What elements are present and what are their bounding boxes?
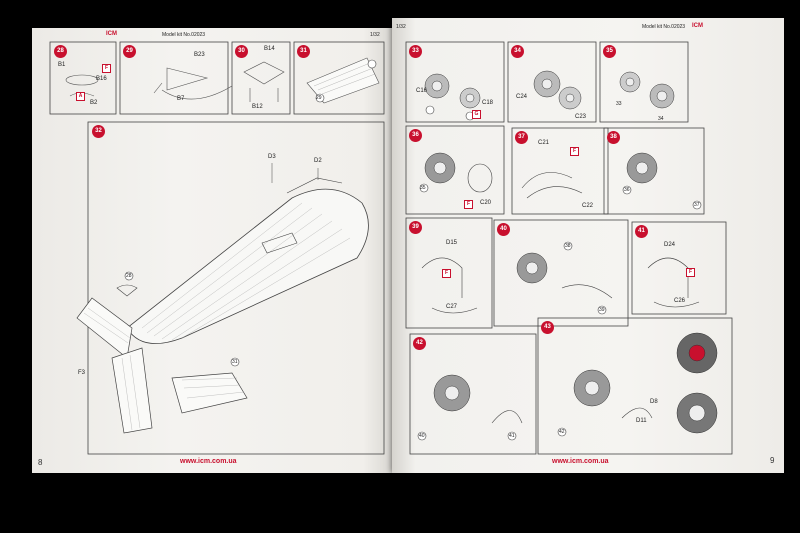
- scale-label: 1/32: [396, 24, 406, 30]
- part-label: B14: [264, 46, 275, 52]
- step-29-badge: 29: [123, 45, 136, 58]
- page-number: 8: [38, 458, 43, 467]
- step-38-badge: 38: [607, 131, 620, 144]
- marker-f: F: [102, 64, 111, 73]
- footer-url: www.icm.com.ua: [180, 458, 237, 465]
- part-label: B23: [194, 52, 205, 58]
- step-36-badge: 36: [409, 129, 422, 142]
- step-41-badge: 41: [635, 225, 648, 238]
- part-label: 31: [232, 359, 238, 365]
- part-label: 36: [624, 187, 630, 193]
- part-label: 41: [509, 433, 515, 439]
- part-label: C20: [480, 200, 492, 206]
- step-39-badge: 39: [409, 221, 422, 234]
- part-label: D11: [636, 418, 647, 424]
- part-label: B16: [96, 76, 107, 82]
- part-label: B12: [252, 104, 263, 110]
- footer-url: www.icm.com.ua: [552, 458, 609, 465]
- part-label: C22: [582, 203, 594, 209]
- part-label: D15: [446, 240, 458, 246]
- part-label: B1: [58, 62, 66, 68]
- part-label: D3: [268, 154, 276, 160]
- part-label: 33: [616, 101, 622, 107]
- step-37-badge: 37: [515, 131, 528, 144]
- marker-f: F: [570, 147, 579, 156]
- part-label: 40: [419, 433, 425, 439]
- instruction-page-right: 1/32 Model kit No.02023 ICM 33 34 35 36 …: [392, 18, 784, 473]
- part-label: C27: [446, 304, 458, 310]
- part-label: 34: [658, 116, 664, 122]
- left-page-line-art: [49, 41, 385, 455]
- model-kit-label: Model kit No.02023: [642, 24, 686, 30]
- marker-g: G: [472, 110, 481, 119]
- step-33-badge: 33: [409, 45, 422, 58]
- brand-logo: ICM: [106, 31, 117, 37]
- model-kit-label: Model kit No.02023: [162, 32, 206, 38]
- instruction-page-left: ICM Model kit No.02023 1/32 28 29 30 31 …: [32, 28, 392, 473]
- page-number: 9: [770, 456, 775, 465]
- part-label: 42: [559, 429, 565, 435]
- marker-a: A: [76, 92, 85, 101]
- part-label: 28: [126, 273, 132, 279]
- part-label: 38: [565, 243, 571, 249]
- part-label: 37: [694, 202, 700, 208]
- right-page-line-art: [405, 41, 733, 455]
- step-43-badge: 43: [541, 321, 554, 334]
- part-label: D24: [664, 242, 676, 248]
- part-label: B7: [177, 96, 185, 102]
- brand-logo: ICM: [692, 23, 703, 29]
- scale-label: 1/32: [370, 32, 380, 38]
- part-label: F3: [78, 370, 86, 376]
- marker-f: F: [464, 200, 473, 209]
- marker-f: F: [442, 269, 451, 278]
- part-label: C16: [416, 88, 428, 94]
- step-31-badge: 31: [297, 45, 310, 58]
- part-label: 29: [316, 95, 322, 101]
- part-label: 35: [420, 185, 426, 191]
- part-label: D2: [314, 158, 322, 164]
- step-35-badge: 35: [603, 45, 616, 58]
- step-42-badge: 42: [413, 337, 426, 350]
- step-40-badge: 40: [497, 223, 510, 236]
- marker-f: F: [686, 268, 695, 277]
- part-label: C23: [575, 114, 587, 120]
- part-label: C18: [482, 100, 494, 106]
- part-label: C21: [538, 140, 550, 146]
- step-28-badge: 28: [54, 45, 67, 58]
- step-34-badge: 34: [511, 45, 524, 58]
- part-label: C26: [674, 298, 686, 304]
- part-label: 39: [599, 307, 605, 313]
- part-label: C24: [516, 94, 528, 100]
- step-32-badge: 32: [92, 125, 105, 138]
- part-label: B2: [90, 100, 98, 106]
- step-30-badge: 30: [235, 45, 248, 58]
- part-label: D8: [650, 399, 658, 405]
